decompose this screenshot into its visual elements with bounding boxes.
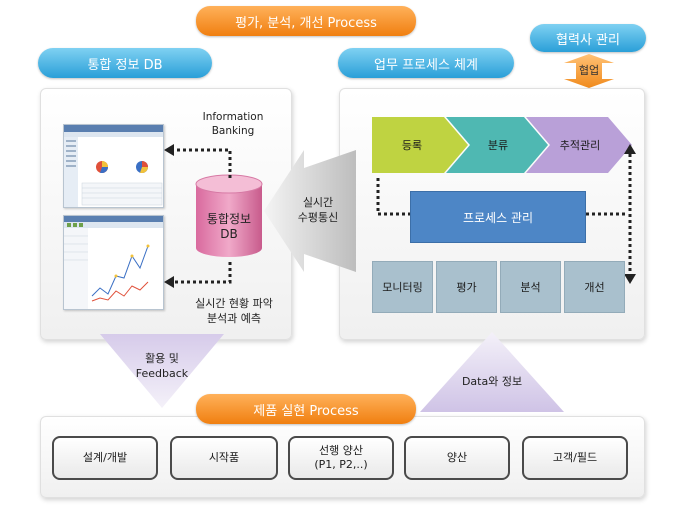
process-flow-dotted-lines (376, 144, 636, 284)
business-process-banner: 업무 프로세스 체계 (338, 48, 514, 78)
integrated-db-cylinder (195, 174, 263, 257)
horizontal-communication-arrow (264, 150, 356, 272)
chevron-classify: 분류 (487, 139, 509, 152)
step-design-dev-label: 설계/개발 (82, 451, 128, 464)
integrated-db-banner: 통합 정보 DB (38, 48, 212, 78)
information-banking-label: Information Banking (202, 111, 264, 137)
improvement-box: 개선 (564, 261, 625, 313)
process-chevron-row (372, 117, 632, 173)
horizontal-communication-label: 실시간 수평통신 (297, 196, 339, 224)
business-process-text: 업무 프로세스 체계 (374, 57, 478, 73)
feedback-label: 활용 및 Feedback (135, 352, 189, 380)
db-flow-arrows (164, 144, 232, 288)
step-pre-production-label: 선행 양산 (P1, P2,..) (314, 444, 368, 471)
step-customer-field-label: 고객/필드 (552, 451, 598, 464)
realtime-analysis-label: 실시간 현황 파악 분석과 예측 (195, 297, 273, 325)
step-prototype-label: 시작품 (208, 451, 240, 464)
integrated-db-label: 통합정보 DB (206, 212, 252, 241)
evaluation-box: 평가 (436, 261, 497, 313)
step-mass-production-label: 양산 (446, 451, 468, 464)
step-prototype: 시작품 (170, 436, 278, 480)
feedback-arrow (100, 334, 224, 408)
monitoring-box: 모니터링 (372, 261, 433, 313)
dashboard-screenshot-top (63, 124, 164, 208)
process-title-text: 평가, 분석, 개선 Process (235, 15, 377, 31)
data-info-arrow (420, 332, 564, 412)
partner-management-banner: 협력사 관리 (530, 24, 646, 52)
step-design-dev: 설계/개발 (52, 436, 158, 480)
process-management-box: 프로세스 관리 (410, 191, 586, 243)
analysis-box: 분석 (500, 261, 561, 313)
chevron-tracking: 추적관리 (559, 139, 601, 152)
partner-collab-arrow (564, 54, 614, 88)
dashboard-screenshot-bottom (63, 215, 164, 310)
step-customer-field: 고객/필드 (522, 436, 628, 480)
data-info-label: Data와 정보 (461, 375, 523, 388)
step-mass-production: 양산 (404, 436, 510, 480)
process-title-banner: 평가, 분석, 개선 Process (196, 6, 416, 36)
product-realization-text: 제품 실현 Process (253, 403, 359, 419)
step-pre-production: 선행 양산 (P1, P2,..) (288, 436, 394, 480)
product-realization-banner: 제품 실현 Process (196, 394, 416, 424)
integrated-db-text: 통합 정보 DB (87, 57, 163, 73)
chevron-register: 등록 (401, 139, 423, 152)
partner-collab-label: 협업 (578, 64, 600, 77)
partner-management-text: 협력사 관리 (556, 32, 620, 48)
